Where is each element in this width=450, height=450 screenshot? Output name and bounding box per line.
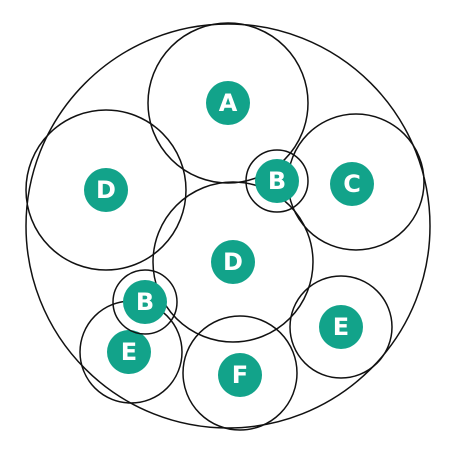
circle-group-e-left: E — [79, 300, 183, 404]
circle-a — [147, 22, 309, 184]
circle-b-lower — [112, 269, 178, 335]
circle-d-center — [152, 181, 314, 343]
circle-group-d-center: D — [152, 181, 314, 343]
badge-label-e-left: E — [121, 338, 137, 366]
badge-label-f: F — [232, 361, 248, 389]
circle-group-d-left: D — [25, 109, 187, 271]
badge-d-left — [84, 168, 128, 212]
badge-b-lower — [123, 280, 167, 324]
circle-d-left — [25, 109, 187, 271]
badge-label-d-left: D — [96, 176, 116, 204]
circle-group-b-lower: B — [112, 269, 178, 335]
badge-f — [218, 353, 262, 397]
badge-a — [206, 81, 250, 125]
badge-label-b-upper: B — [268, 167, 286, 195]
badge-label-d-center: D — [223, 248, 243, 276]
circle-e-right — [289, 275, 393, 379]
badge-label-a: A — [219, 89, 238, 117]
badge-label-b-lower: B — [136, 288, 154, 316]
circle-group-b-upper: B — [245, 149, 309, 213]
circle-group-f: F — [182, 315, 298, 431]
badge-d-center — [211, 240, 255, 284]
badge-label-c: C — [343, 170, 361, 198]
circle-group-e-right: E — [289, 275, 393, 379]
badge-c — [330, 162, 374, 206]
badge-b-upper — [255, 159, 299, 203]
badge-e-right — [319, 305, 363, 349]
badge-label-e-right: E — [333, 313, 349, 341]
badge-e-left — [107, 330, 151, 374]
circle-b-upper — [245, 149, 309, 213]
outer-circle — [25, 23, 431, 429]
circle-group-a: A — [147, 22, 309, 184]
circle-f — [182, 315, 298, 431]
